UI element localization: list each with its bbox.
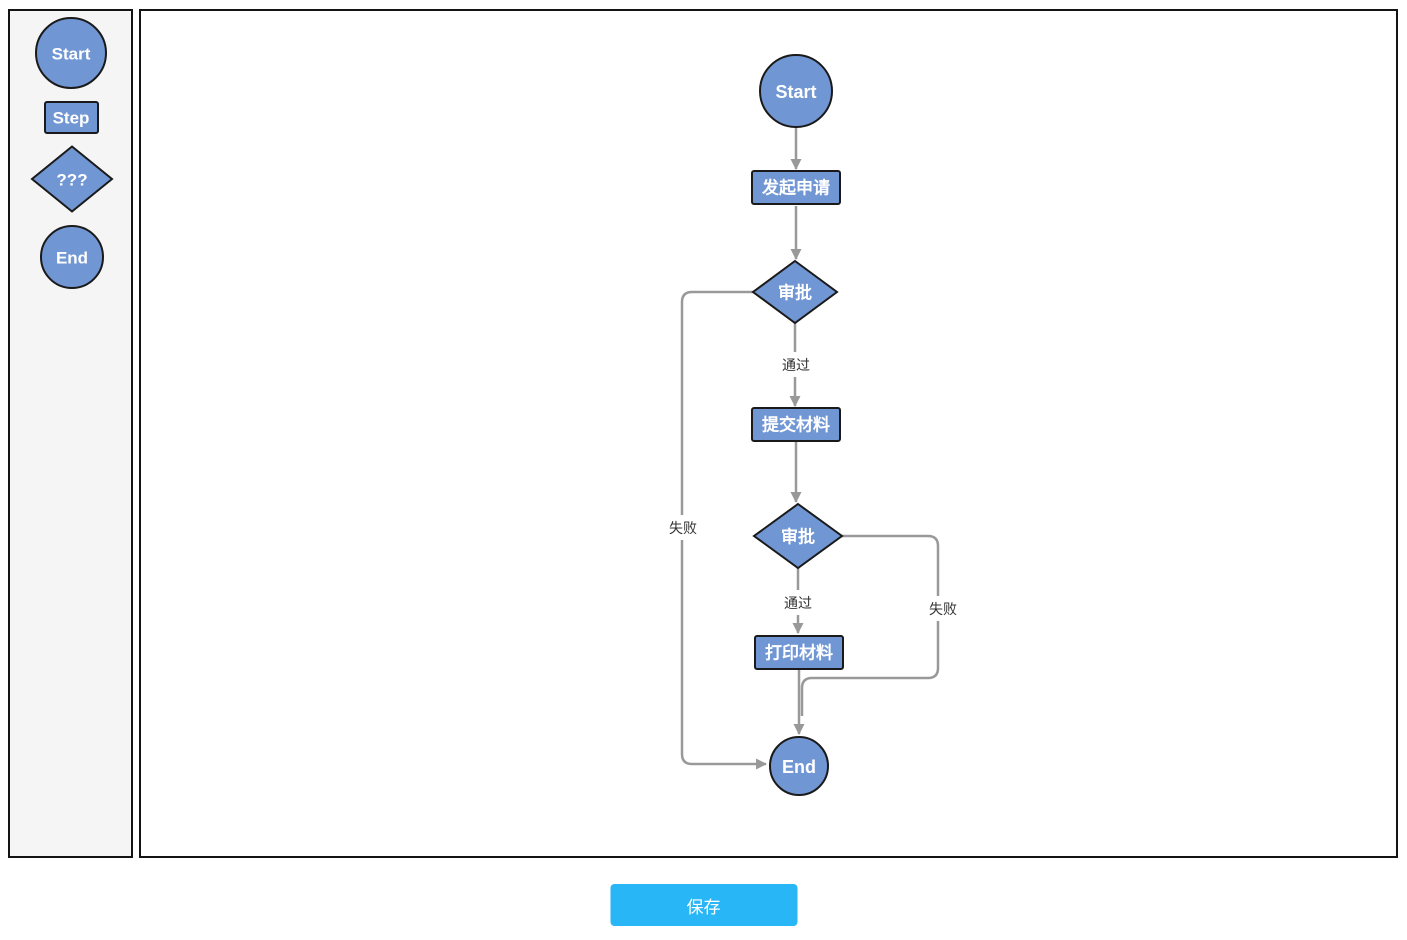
palette-condition-node[interactable]: ??? [30,145,114,213]
edge-label-bg [920,596,965,621]
edge-label-pass-2[interactable]: 通过 [775,590,820,615]
node-print[interactable]: 打印材料 [754,635,844,670]
node-approve-2-label: 审批 [781,527,815,547]
node-approve-1[interactable]: 审批 [751,259,839,325]
canvas-svg: 通过 失败 通过 失败 Start 发起申请 审批 提交材料 [660,54,965,796]
palette-start-label: Start [52,45,91,64]
edge-label-bg [660,515,705,540]
edge-label-text: 失败 [929,601,957,617]
approve2-diamond-shape [752,502,844,570]
node-print-label: 打印材料 [765,643,833,663]
submit-rect-shape [751,407,841,442]
node-approve-2[interactable]: 审批 [752,502,844,570]
edge-label-bg [773,352,818,377]
node-start[interactable]: Start [759,54,833,128]
edge-label-text: 通过 [782,357,810,373]
apply-rect-shape [751,170,841,205]
palette-condition-label: ??? [56,171,87,190]
save-button[interactable]: 保存 [610,884,797,926]
palette-end-node[interactable]: End [40,225,104,289]
node-submit[interactable]: 提交材料 [751,407,841,442]
edge-label-fail-right[interactable]: 失败 [920,596,965,621]
edge-label-pass-1[interactable]: 通过 [773,352,818,377]
node-submit-label: 提交材料 [762,415,830,435]
palette-step-node[interactable]: Step [44,101,99,134]
node-end-label: End [782,757,816,777]
condition-diamond-shape [30,145,114,213]
edge-label-fail-left[interactable]: 失败 [660,515,705,540]
approve1-diamond-shape [751,259,839,325]
node-start-label: Start [775,82,816,102]
start-circle-shape [35,17,107,89]
node-approve-1-label: 审批 [778,283,812,303]
node-apply-label: 发起申请 [761,178,830,198]
end-circle-shape [40,225,104,289]
palette-start-node[interactable]: Start [35,17,107,89]
end-circle-shape [769,736,829,796]
edge-approve2-end-fail[interactable] [800,534,940,716]
palette-svg: Start Step ??? End [30,17,114,289]
edge-label-text: 失败 [669,520,697,536]
step-rect-shape [44,101,99,134]
node-end[interactable]: End [769,736,829,796]
print-rect-shape [754,635,844,670]
flow-canvas[interactable]: 通过 失败 通过 失败 Start 发起申请 审批 提交材料 [139,9,1398,858]
start-circle-shape [759,54,833,128]
edge-label-text: 通过 [784,595,812,611]
edge-label-bg [775,590,820,615]
palette-end-label: End [56,249,88,268]
shape-palette: Start Step ??? End [8,9,133,858]
node-apply[interactable]: 发起申请 [751,170,841,205]
palette-step-label: Step [53,109,90,128]
